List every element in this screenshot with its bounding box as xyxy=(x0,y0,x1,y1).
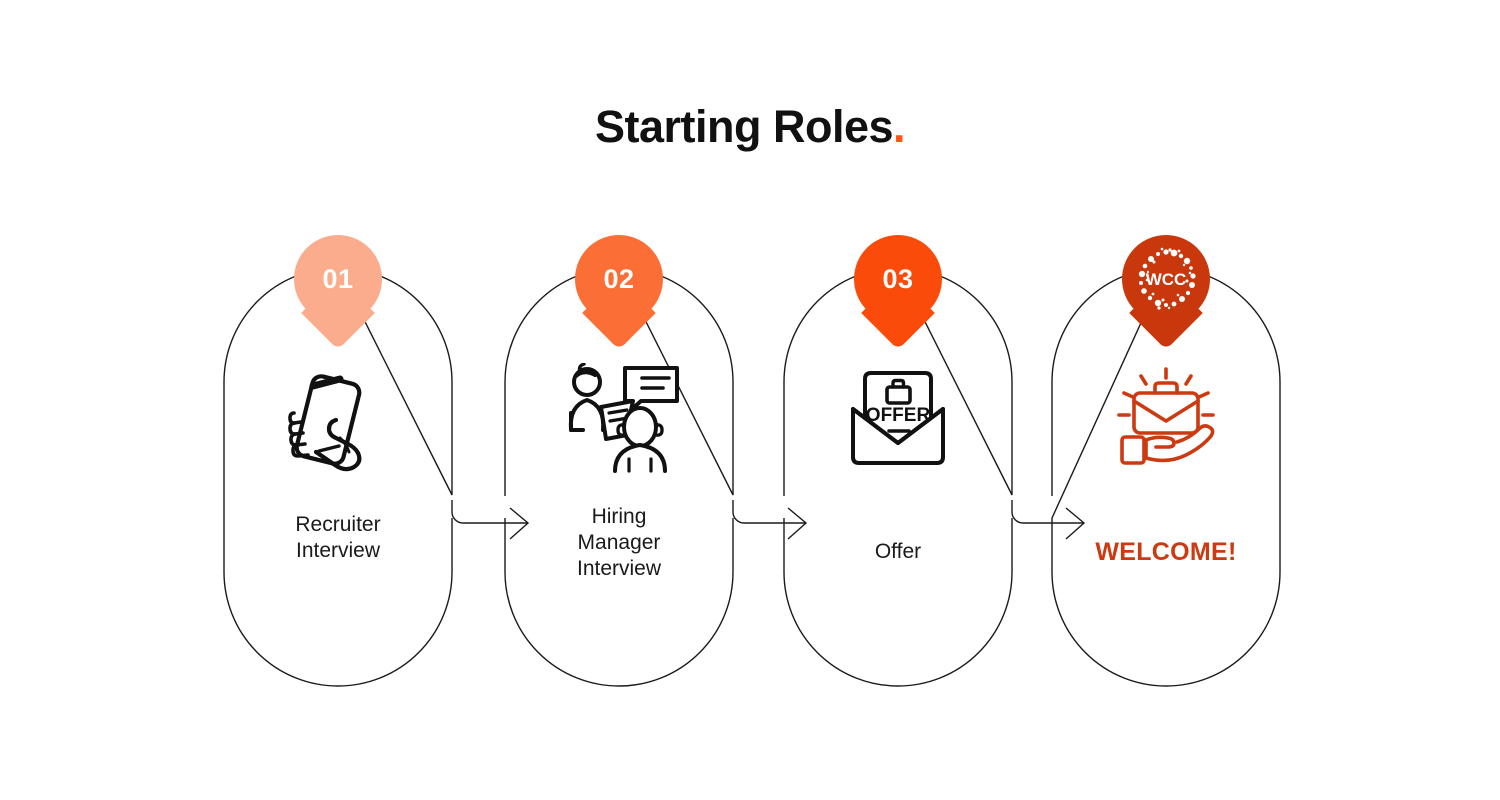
step-label-4: WELCOME! xyxy=(1052,539,1280,565)
step-badge-3[interactable]: 03 xyxy=(854,235,942,350)
flow-step-3[interactable]: 03 OFFER Offer xyxy=(784,235,1012,686)
open-envelope-offer-icon: OFFER xyxy=(784,360,1012,478)
arrow-step1-to-step2-line xyxy=(451,500,528,524)
page-title-accent-dot: . xyxy=(893,101,906,152)
step-label-2: Hiring Manager Interview xyxy=(505,504,733,582)
step-label-1-line1: Recruiter xyxy=(295,513,381,536)
offer-text: OFFER xyxy=(866,405,931,426)
step-label-3-line1: Offer xyxy=(874,540,922,563)
step-label-4-line1: WELCOME! xyxy=(1095,538,1237,566)
wcc-logo-text: WCC xyxy=(1146,270,1187,289)
arrow-step2-to-step3-line xyxy=(732,500,806,524)
step-label-2-line3: Interview xyxy=(576,557,662,580)
step-number-1: 01 xyxy=(322,263,354,294)
step-label-2-line2: Manager xyxy=(577,531,661,554)
arrow-step2-to-step3-head xyxy=(787,507,808,540)
step-label-1-line2: Interview xyxy=(295,539,381,562)
interview-two-people-icon xyxy=(505,360,733,478)
pin-body-3 xyxy=(854,235,942,323)
arrow-step1-to-step2-head xyxy=(509,507,530,540)
flow-step-2[interactable]: 02 xyxy=(505,235,733,686)
pin-body-1 xyxy=(294,235,382,323)
hand-holding-briefcase-icon xyxy=(1052,360,1280,478)
page-title-text: Starting Roles xyxy=(594,101,894,152)
step-label-2-line1: Hiring xyxy=(591,505,647,528)
step-label-3: Offer xyxy=(784,539,1012,565)
step-number-3: 03 xyxy=(882,263,914,294)
step-badge-2[interactable]: 02 xyxy=(575,235,663,350)
step-label-1: Recruiter Interview xyxy=(224,512,452,564)
step-badge-4[interactable]: WCC xyxy=(1122,235,1210,350)
step-number-2: 02 xyxy=(603,263,635,294)
wcc-logo: WCC xyxy=(1122,235,1210,323)
arrow-step3-to-step4-line xyxy=(1011,500,1084,524)
flow-step-1[interactable]: 01 Recruiter Interview xyxy=(224,235,452,686)
hand-holding-smartphone-icon xyxy=(224,360,452,478)
pin-body-2 xyxy=(575,235,663,323)
arrow-step3-to-step4-head xyxy=(1065,507,1086,540)
flow-step-4[interactable]: WCC xyxy=(1052,235,1280,686)
page-title: Starting Roles. xyxy=(0,104,1500,149)
step-badge-1[interactable]: 01 xyxy=(294,235,382,350)
